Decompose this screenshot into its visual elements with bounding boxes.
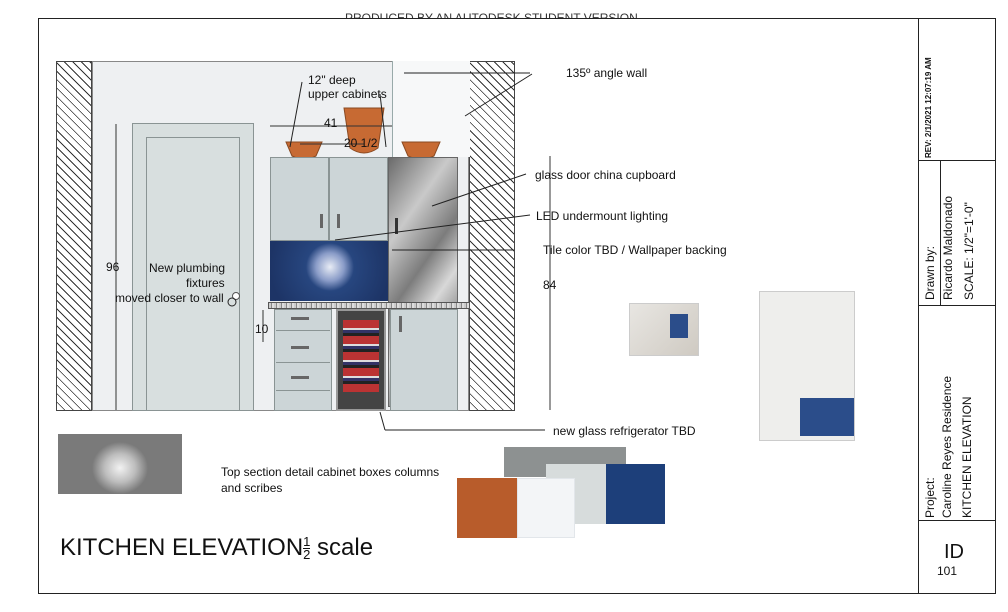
title-block-rule-1 [918, 160, 996, 161]
dimension-10: 10 [255, 322, 269, 336]
drawn-by-name: Ricardo Maldonado [941, 195, 955, 300]
swatch-navy [606, 464, 665, 524]
door-inner-panel [146, 137, 240, 411]
project-label: Project: [923, 477, 937, 518]
drawing-title-text: KITCHEN ELEVATION [60, 534, 304, 561]
fraction-numerator: 1 [303, 534, 311, 550]
upper-cabinet-left-door [270, 157, 329, 241]
angle-wall-panel [392, 61, 470, 157]
annotation-section-detail-line2: and scribes [221, 481, 283, 495]
drawer-2 [276, 362, 330, 363]
annotation-plumbing-line2: fixtures [186, 276, 225, 290]
annotation-china-cupboard: glass door china cupboard [535, 168, 676, 182]
lower-drawer-stack [274, 309, 332, 411]
left-wall-hatch [56, 61, 92, 411]
drawing-sheet-border [38, 18, 996, 594]
leader-lines [227, 72, 545, 431]
cupboard-handle [395, 218, 398, 234]
tile-backsplash [270, 241, 388, 301]
annotation-tile-color: Tile color TBD / Wallpaper backing [543, 243, 727, 257]
title-block-rule-2 [918, 305, 996, 306]
project-name: Caroline Reyes Residence [940, 375, 954, 518]
title-block-divider [918, 18, 919, 594]
scale-label: SCALE: 1/2"=1'-0" [962, 202, 976, 300]
annotation-upper-cabinets-line2: upper cabinets [308, 87, 387, 101]
drawer-handle-1 [291, 317, 309, 320]
refrigerator-shelves [343, 320, 379, 392]
fraction-denominator: 2 [303, 547, 311, 563]
countertop [268, 302, 470, 309]
drawer-handle-3 [291, 376, 309, 379]
title-block-rule-3 [918, 520, 996, 521]
revision-date: REV: 2/1/2021 12:07:19 AM [924, 57, 933, 158]
annotation-angle-wall: 135º angle wall [566, 66, 648, 80]
title-block-column-rule [940, 160, 941, 305]
annotation-plumbing-line3: moved closer to wall [115, 291, 224, 305]
swatch-copper [457, 478, 517, 538]
dimension-41: 41 [324, 116, 338, 130]
copper-vase-center [343, 107, 385, 154]
drawer-1 [276, 330, 330, 331]
upper-cabinet-left-handle [320, 214, 323, 228]
tile-sample-blue [670, 314, 688, 338]
annotation-led-lighting: LED undermount lighting [536, 209, 669, 223]
entry-door [132, 123, 254, 411]
drawing-title-suffix: scale [310, 534, 374, 561]
door-handle [232, 292, 240, 300]
sheet-id-label: ID [944, 541, 964, 563]
drawer-handle-2 [291, 346, 309, 349]
tile-sample-photo [629, 303, 699, 356]
wallpaper-sample-blue [800, 398, 854, 436]
swatch-white [517, 478, 575, 538]
dimension-lines [115, 124, 551, 410]
annotation-plumbing-line1: New plumbing [149, 261, 226, 275]
annotation-upper-cabinets-line1: 12" deep [308, 73, 356, 87]
dimension-84: 84 [543, 278, 557, 292]
drawn-by-label: Drawn by: [923, 245, 937, 300]
dimension-96: 96 [106, 260, 120, 274]
drawer-3 [276, 390, 330, 391]
decor-vases [285, 107, 441, 160]
dimension-20-half: 20 1/2 [344, 136, 378, 150]
sheet-id-number: 101 [937, 564, 958, 578]
right-wall-hatch [469, 61, 515, 411]
sheet-title: KITCHEN ELEVATION [960, 396, 974, 518]
lower-cabinet-right-handle [399, 316, 402, 332]
annotation-section-detail-line1: Top section detail cabinet boxes columns [221, 465, 440, 479]
annotation-refrigerator: new glass refrigerator TBD [553, 424, 696, 438]
watermark-text: PRODUCED BY AN AUTODESK STUDENT VERSION [345, 11, 638, 18]
upper-cabinet-center-handle [337, 214, 340, 228]
light-fixture-image [58, 434, 182, 494]
wallpaper-sample-photo [759, 291, 855, 441]
